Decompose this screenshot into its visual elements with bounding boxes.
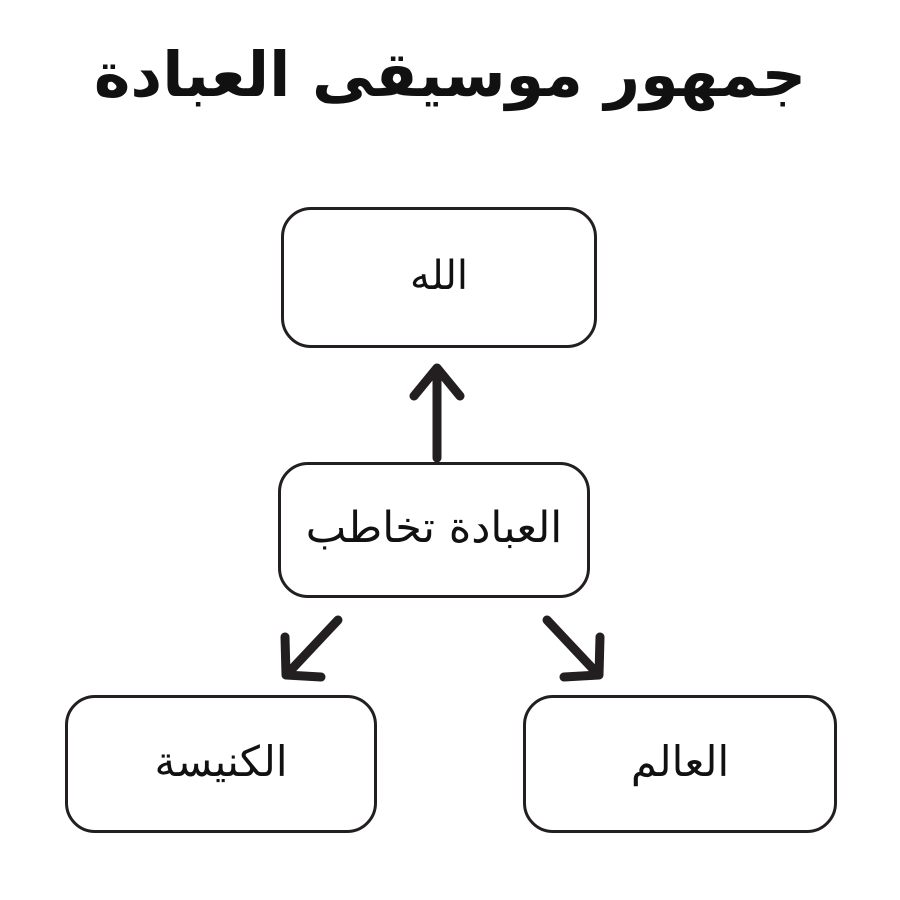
arrow-worship-to-god	[409, 363, 465, 463]
node-god-label: الله	[410, 252, 468, 299]
arrow-worship-to-world	[542, 615, 605, 682]
node-god[interactable]: الله	[281, 207, 597, 348]
node-worship[interactable]: العبادة تخاطب	[278, 462, 590, 598]
node-church-label: الكنيسة	[154, 737, 288, 786]
node-world-label: العالم	[630, 737, 730, 786]
node-church[interactable]: الكنيسة	[65, 695, 377, 833]
arrow-worship-to-church	[280, 615, 343, 682]
page-title: جمهور موسيقى العبادة	[93, 38, 807, 111]
node-world[interactable]: العالم	[523, 695, 837, 833]
node-worship-label: العبادة تخاطب	[305, 502, 563, 553]
